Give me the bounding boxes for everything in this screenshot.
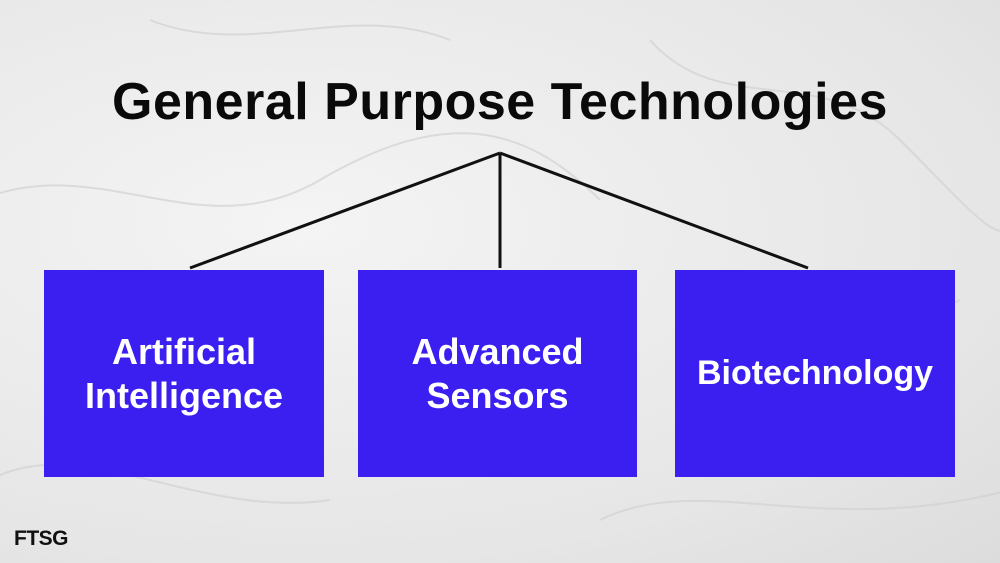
box-biotechnology: Biotechnology bbox=[675, 270, 955, 477]
connector-bio bbox=[499, 151, 809, 270]
box-label-line1: Biotechnology bbox=[696, 354, 934, 393]
box-label-line2: Intelligence bbox=[84, 374, 284, 416]
box-label-line1: Artificial bbox=[111, 331, 257, 373]
box-label-line2: Sensors bbox=[426, 374, 569, 416]
ftsg-logo: FTSG bbox=[14, 527, 69, 550]
diagram-title: General Purpose Technologies bbox=[112, 73, 888, 131]
box-label-line1: Advanced bbox=[411, 331, 584, 373]
connector-lines bbox=[189, 151, 809, 270]
connector-ai bbox=[189, 151, 501, 270]
